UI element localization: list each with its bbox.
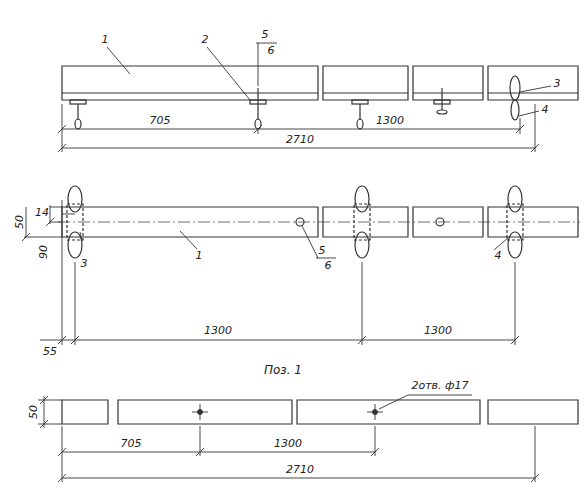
callout-number: 6 [268,45,275,57]
dimension-value: 55 [43,346,57,358]
dimension-value: 2710 [286,464,314,476]
bolt-holes [296,218,444,226]
dimension-value: 705 [150,115,171,127]
beam-plan-view [58,207,580,237]
dimension-value: 50 [28,405,40,419]
callout-number: 3 [81,258,88,270]
beam-side-view [62,66,578,100]
leader-lines [379,395,472,409]
part-1-strip [62,400,578,424]
dimension-lines [38,396,539,482]
dimension-value: 1300 [424,325,452,337]
callout-number: 5 [319,245,326,257]
dimension-lines [58,104,539,152]
callout-number: 5 [262,29,269,41]
hanger-brackets [70,76,520,129]
chain-links [67,186,523,258]
dimension-value: 705 [121,438,142,450]
callout-number: 6 [325,260,332,272]
callout-number: 1 [196,250,203,262]
dimension-value: 50 [14,215,26,229]
dimension-value: 14 [35,207,49,219]
dimension-value: 1300 [376,115,404,127]
dimension-value: 1300 [204,325,232,337]
callout-number: 3 [554,78,561,90]
dimension-lines [22,200,519,345]
callout-number: 2 [202,34,209,46]
callout-number: 1 [102,34,109,46]
leader-lines [80,226,508,258]
dimension-value: 90 [38,245,50,259]
leader-lines [107,43,551,116]
view-title: Поз. 1 [264,364,302,376]
dimension-value: 2710 [286,134,314,146]
callout-number: 4 [542,104,549,116]
callout-number: 4 [495,250,502,262]
dimension-value: 1300 [274,438,302,450]
hole-note: 2отв. ф17 [411,380,468,392]
bolt-holes [192,404,383,420]
